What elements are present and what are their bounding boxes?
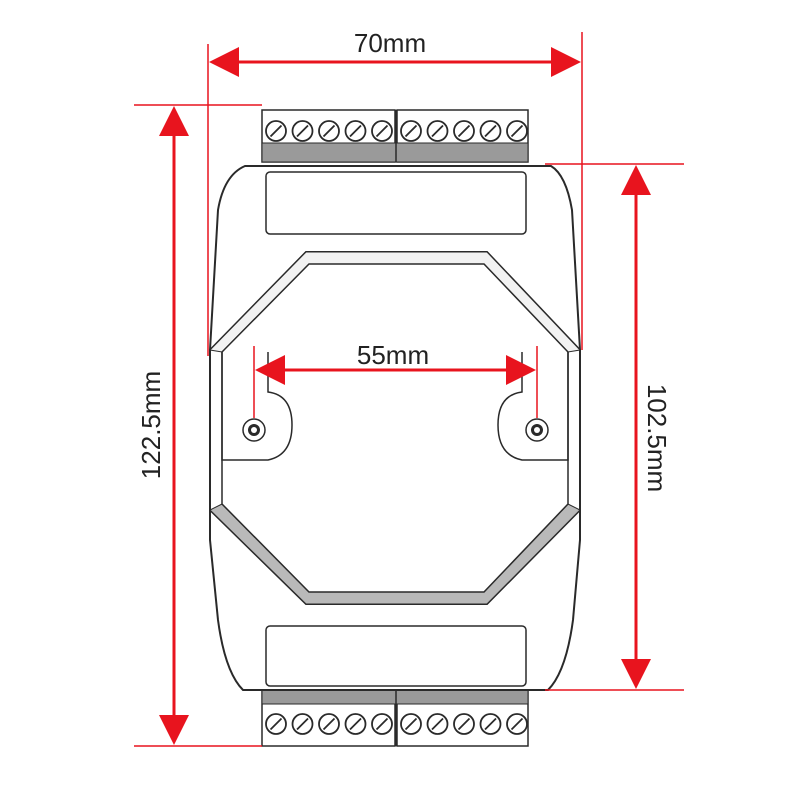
- dimension-label-55mm: 55mm: [357, 340, 429, 370]
- bottom-screw-row: [265, 713, 528, 735]
- top-terminal-strip: [261, 142, 529, 163]
- terminal-screw-icon: [318, 120, 340, 142]
- top-terminal-block: [261, 109, 529, 163]
- terminal-screw-icon: [265, 713, 287, 735]
- terminal-screw-icon: [344, 713, 367, 735]
- dimension-overall-height: 122.5mm: [134, 104, 262, 747]
- top-label-window: [265, 171, 527, 235]
- top-screw-row: [265, 120, 528, 142]
- terminal-screw-icon: [506, 713, 528, 735]
- terminal-screw-icon: [453, 713, 475, 735]
- terminal-screw-icon: [291, 713, 314, 735]
- dimension-hole-spacing: 55mm: [253, 340, 538, 418]
- dimension-label-122-5mm: 122.5mm: [136, 371, 166, 479]
- bottom-terminal-strip: [261, 689, 529, 705]
- terminal-screw-icon: [506, 120, 528, 142]
- right-mounting-ear: [497, 352, 569, 461]
- bottom-terminal-block: [261, 689, 529, 747]
- terminal-screw-icon: [344, 120, 367, 142]
- terminal-screw-icon: [479, 713, 502, 735]
- left-mounting-hole: [242, 418, 266, 442]
- terminal-screw-icon: [453, 120, 475, 142]
- terminal-screw-icon: [265, 120, 287, 142]
- dimension-label-70mm: 70mm: [354, 28, 426, 58]
- terminal-screw-icon: [318, 713, 340, 735]
- terminal-screw-icon: [291, 120, 314, 142]
- left-mounting-ear: [221, 352, 293, 461]
- octagon-face-inner: [221, 263, 569, 593]
- terminal-screw-icon: [400, 713, 422, 735]
- terminal-screw-icon: [479, 120, 502, 142]
- terminal-screw-icon: [371, 120, 393, 142]
- right-mounting-hole: [525, 418, 549, 442]
- bottom-label-window: [265, 625, 527, 687]
- dimension-overall-width: 70mm: [207, 28, 583, 356]
- dimension-label-102-5mm: 102.5mm: [642, 384, 672, 492]
- terminal-screw-icon: [426, 120, 449, 142]
- dimension-body-height: 102.5mm: [545, 163, 684, 691]
- terminal-screw-icon: [426, 713, 449, 735]
- terminal-screw-icon: [400, 120, 422, 142]
- terminal-screw-icon: [371, 713, 393, 735]
